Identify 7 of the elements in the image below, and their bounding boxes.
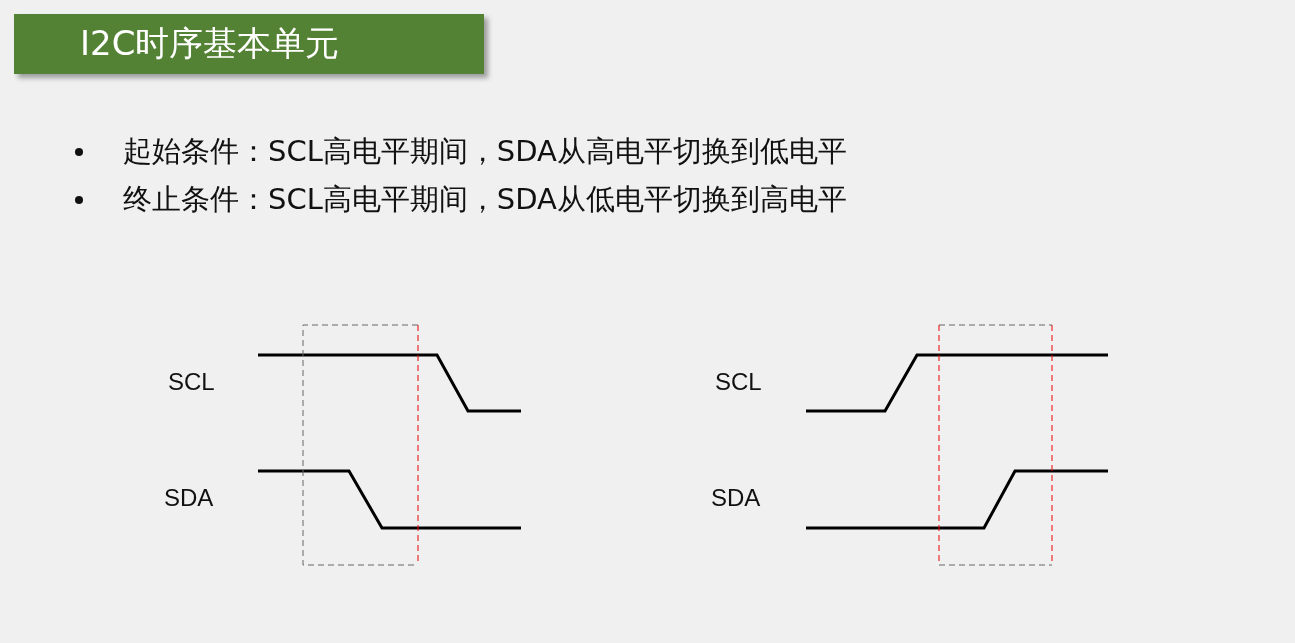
signal-name: SCL <box>715 368 762 396</box>
signal-name: SCL <box>168 368 215 396</box>
signal-name: SDA <box>164 484 214 512</box>
bullet-text: 起始条件：SCL高电平期间，SDA从高电平切换到低电平 <box>123 133 847 170</box>
title-banner: I2C时序基本单元 <box>14 14 484 74</box>
bullet-text: 终止条件：SCL高电平期间，SDA从低电平切换到高电平 <box>123 181 847 218</box>
signal-name: SDA <box>711 484 761 512</box>
